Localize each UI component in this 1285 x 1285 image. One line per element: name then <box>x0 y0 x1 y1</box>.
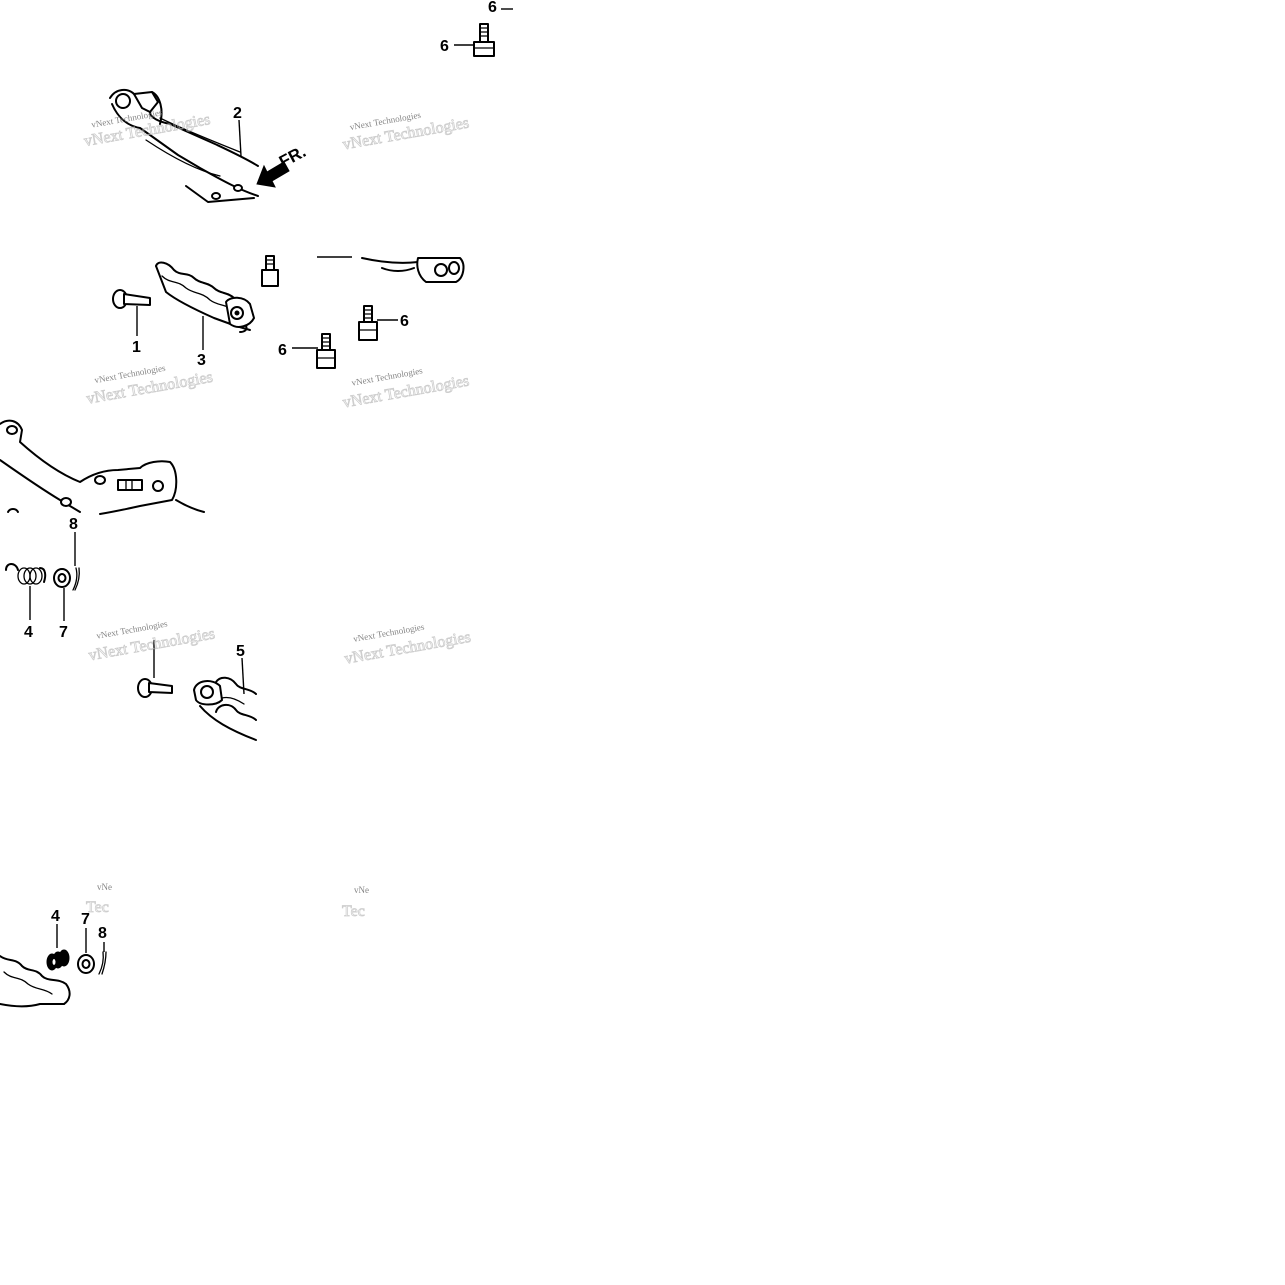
panel-frame-fragment <box>0 419 205 515</box>
svg-text:vNe: vNe <box>354 885 369 895</box>
svg-text:vNe: vNe <box>97 882 112 892</box>
cotter-pin-part <box>98 951 107 975</box>
callout-7: 7 <box>81 911 90 928</box>
watermark: vNext Technologies vNext Technologies <box>343 622 473 669</box>
bolt-part <box>316 333 336 369</box>
svg-text:Tec: Tec <box>86 899 109 916</box>
footpeg-part <box>155 261 255 333</box>
callout-numbers: 6 6 2 1 3 6 6 8 4 7 5 4 7 8 <box>24 0 497 942</box>
callout-8: 8 <box>98 925 107 942</box>
watermark: vNext Technologies vNext Technologies <box>87 618 217 664</box>
callout-6: 6 <box>400 313 409 330</box>
callout-2: 2 <box>233 105 242 122</box>
panel-spring-set <box>5 532 257 741</box>
return-spring-part <box>5 563 47 585</box>
watermark: vNext Technologies vNext Technologies <box>341 365 471 412</box>
bolt-part <box>358 305 378 341</box>
panel-top: FR. <box>109 8 513 203</box>
watermark: vNe Tec <box>86 882 112 916</box>
watermark: vNext Technologies vNext Technologies <box>82 107 212 150</box>
bolt-part <box>473 23 495 57</box>
clevis-pin-part <box>112 289 151 309</box>
frame-bracket-part <box>109 88 259 203</box>
panel-footpeg <box>112 255 465 369</box>
callout-4: 4 <box>24 624 33 641</box>
footpeg-part <box>0 955 71 1008</box>
callout-3: 3 <box>197 352 206 369</box>
washer-part <box>53 568 71 588</box>
watermark: vNext Technologies vNext Technologies <box>341 110 471 154</box>
clevis-pin-part <box>137 678 173 698</box>
bolt-part <box>261 255 279 287</box>
callout-1: 1 <box>132 339 141 356</box>
bracket-end-part <box>361 257 465 283</box>
watermark: vNext Technologies vNext Technologies <box>85 363 215 408</box>
svg-text:Tec: Tec <box>342 903 365 920</box>
callout-6: 6 <box>278 342 287 359</box>
cotter-pin-part <box>72 567 80 591</box>
callout-6: 6 <box>488 0 497 16</box>
callout-7: 7 <box>59 624 68 641</box>
callout-5: 5 <box>236 643 245 660</box>
callout-6: 6 <box>440 38 449 55</box>
callout-8: 8 <box>69 516 78 533</box>
watermark: vNe Tec <box>342 885 369 920</box>
footpeg-part <box>193 676 257 741</box>
watermarks: vNext Technologies vNext Technologies vN… <box>82 107 473 920</box>
front-direction-arrow-icon <box>256 161 290 188</box>
callout-4: 4 <box>51 908 60 925</box>
washer-part <box>77 954 95 974</box>
return-spring-part <box>46 949 70 971</box>
panel-bottom <box>0 924 107 1008</box>
